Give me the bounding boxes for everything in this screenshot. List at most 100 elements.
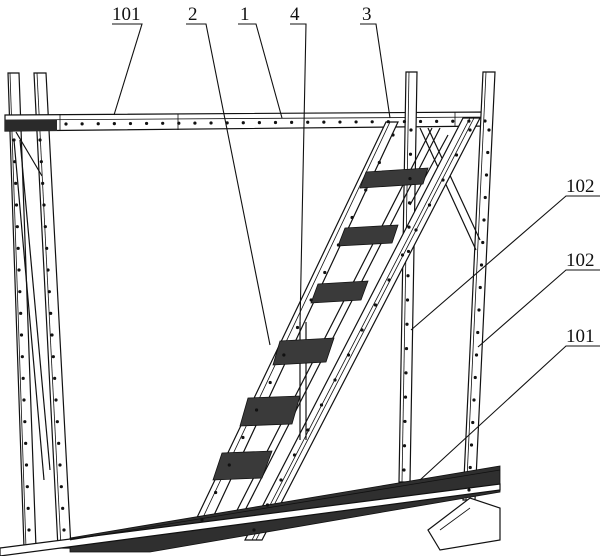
label-1: 1 — [240, 4, 250, 25]
bolt-hole — [486, 150, 490, 155]
bolt-hole — [14, 203, 19, 207]
bolt-hole — [292, 453, 297, 457]
bolt-hole — [43, 225, 47, 229]
bolt-hole — [408, 176, 412, 181]
left-posts — [7, 72, 72, 549]
label-2: 2 — [188, 4, 198, 25]
bolt-hole — [144, 121, 149, 126]
bolt-hole — [487, 128, 491, 132]
bolt-hole — [441, 178, 445, 182]
bolt-hole — [193, 121, 197, 125]
bolt-hole — [265, 503, 270, 507]
bolt-hole — [387, 278, 391, 282]
bolt-hole — [476, 330, 480, 335]
leader-2 — [186, 23, 271, 346]
label-101-bottom: 101 — [566, 326, 595, 347]
bolt-hole — [25, 485, 29, 489]
bolt-hole — [80, 122, 84, 126]
bolt-hole — [273, 120, 278, 125]
leader-1 — [238, 23, 283, 119]
bolt-hole — [254, 408, 259, 412]
bolt-hole — [46, 268, 50, 272]
bolt-hole — [408, 152, 413, 156]
bolt-hole — [16, 246, 20, 250]
bolt-hole — [252, 528, 256, 532]
bolt-hole — [27, 528, 31, 532]
bolt-hole — [403, 419, 407, 424]
bolt-hole — [12, 138, 16, 142]
bolt-hole — [200, 518, 204, 522]
bolt-hole — [479, 263, 484, 267]
leader-101-top — [112, 23, 143, 116]
bolt-hole — [454, 153, 459, 157]
top-beam-left-end — [5, 120, 57, 131]
bolt-hole — [364, 188, 368, 192]
bolt-hole — [268, 380, 272, 385]
bolt-hole — [13, 160, 17, 164]
bolt-hole — [17, 268, 21, 272]
bolt-hole — [402, 444, 407, 448]
label-4: 4 — [290, 4, 300, 25]
label-102-upper: 102 — [566, 176, 595, 197]
bolt-hole — [346, 353, 351, 357]
bolt-hole — [51, 355, 55, 359]
bolt-hole — [62, 528, 66, 532]
bolt-hole — [478, 285, 482, 290]
bolt-hole — [468, 128, 472, 132]
bolt-hole — [295, 325, 300, 330]
bolt-hole — [227, 463, 231, 467]
bolt-hole — [306, 428, 310, 432]
bolt-hole — [377, 160, 381, 165]
bolt-hole — [39, 160, 43, 164]
bolt-hole — [322, 120, 326, 124]
bolt-hole — [15, 225, 19, 229]
top-beam-member — [4, 111, 491, 132]
label-102-lower: 102 — [566, 250, 595, 271]
top-beam — [4, 111, 491, 132]
bolt-holes — [12, 119, 491, 532]
bolt-hole — [50, 333, 54, 337]
bolt-hole — [177, 121, 181, 125]
bolt-hole — [418, 119, 423, 124]
bolt-hole — [112, 122, 116, 126]
tread-2 — [337, 224, 399, 247]
tread-4 — [272, 337, 335, 366]
bolt-hole — [23, 420, 27, 424]
bolt-hole — [18, 290, 22, 294]
bolt-hole — [38, 138, 42, 142]
bolt-hole — [404, 346, 409, 351]
bolt-hole — [257, 121, 261, 125]
bolt-hole — [21, 376, 25, 380]
bolt-hole — [414, 228, 418, 232]
bolt-hole — [323, 270, 327, 275]
tread-3 — [310, 280, 369, 304]
bolt-hole — [309, 298, 313, 302]
bolt-hole — [483, 119, 487, 123]
left-post-inner — [33, 72, 72, 549]
bolt-hole — [19, 333, 24, 337]
bolt-hole — [404, 371, 408, 375]
tread-5 — [239, 395, 301, 427]
bolt-hole — [49, 311, 53, 315]
bolt-hole — [53, 376, 57, 380]
callout-labels: 101 2 1 4 3 102 102 101 — [112, 4, 595, 347]
tread-6 — [212, 450, 273, 481]
bolt-hole — [306, 120, 310, 124]
bolt-hole — [471, 420, 475, 425]
bolt-hole — [360, 328, 364, 332]
bolt-hole — [467, 488, 471, 492]
bolt-hole — [400, 253, 405, 257]
bolt-hole — [58, 463, 62, 467]
bolt-hole — [467, 119, 471, 123]
bolt-hole — [241, 121, 245, 125]
bolt-hole — [42, 203, 46, 207]
bolt-hole — [24, 463, 29, 467]
bolt-hole — [14, 181, 18, 185]
bolt-hole — [477, 308, 481, 312]
bolt-hole — [481, 240, 485, 245]
bolt-hole — [482, 218, 486, 222]
bolt-hole — [64, 122, 68, 126]
bolt-hole — [20, 355, 24, 359]
leader-102-upper — [410, 195, 600, 331]
